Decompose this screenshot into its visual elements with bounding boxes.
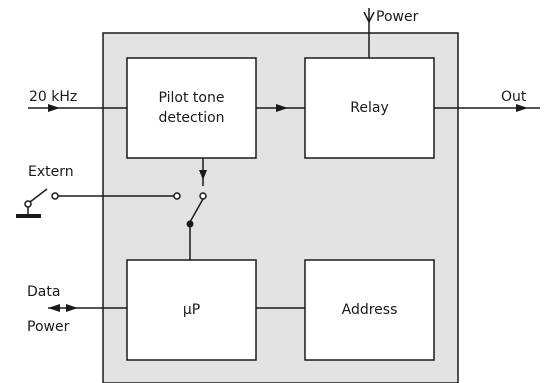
data-right-arrow-icon [66,304,78,312]
pilot-tone-label: Pilot tone detection [158,89,225,126]
address-label: Address [341,301,398,318]
microprocessor-label: μP [182,301,201,318]
relay-label-box: Relay [305,58,434,158]
freq-arrow-icon [48,104,60,112]
pilot-tone-block [126,57,257,159]
pilot-tone-label-box: Pilot tone detection [127,58,256,158]
address-block [304,259,435,361]
extern-switch-arm [29,188,48,203]
freq-input-label: 20 kHz [29,89,78,105]
microprocessor-block [126,259,257,361]
relay-block [304,57,435,159]
out-arrow-icon [516,104,528,112]
out-label: Out [501,89,527,105]
switch-contact-left [173,192,181,200]
address-label-box: Address [305,260,434,360]
switch-control-arrow-icon [199,170,207,180]
pilot-relay-arrow-icon [276,104,288,112]
power-arrow-icon [363,11,375,24]
ground-icon [16,214,41,218]
switch-arm [189,198,204,223]
up-label-box: μP [127,260,256,360]
power-bottom-label: Power [27,319,70,335]
extern-contact-right [51,192,59,200]
data-label: Data [27,284,61,300]
switch-contact-top [199,192,207,200]
relay-label: Relay [350,99,389,116]
extern-contact-left [24,200,32,208]
data-left-arrow-icon [48,304,60,312]
power-top-label: Power [376,9,419,25]
extern-label: Extern [28,164,74,180]
